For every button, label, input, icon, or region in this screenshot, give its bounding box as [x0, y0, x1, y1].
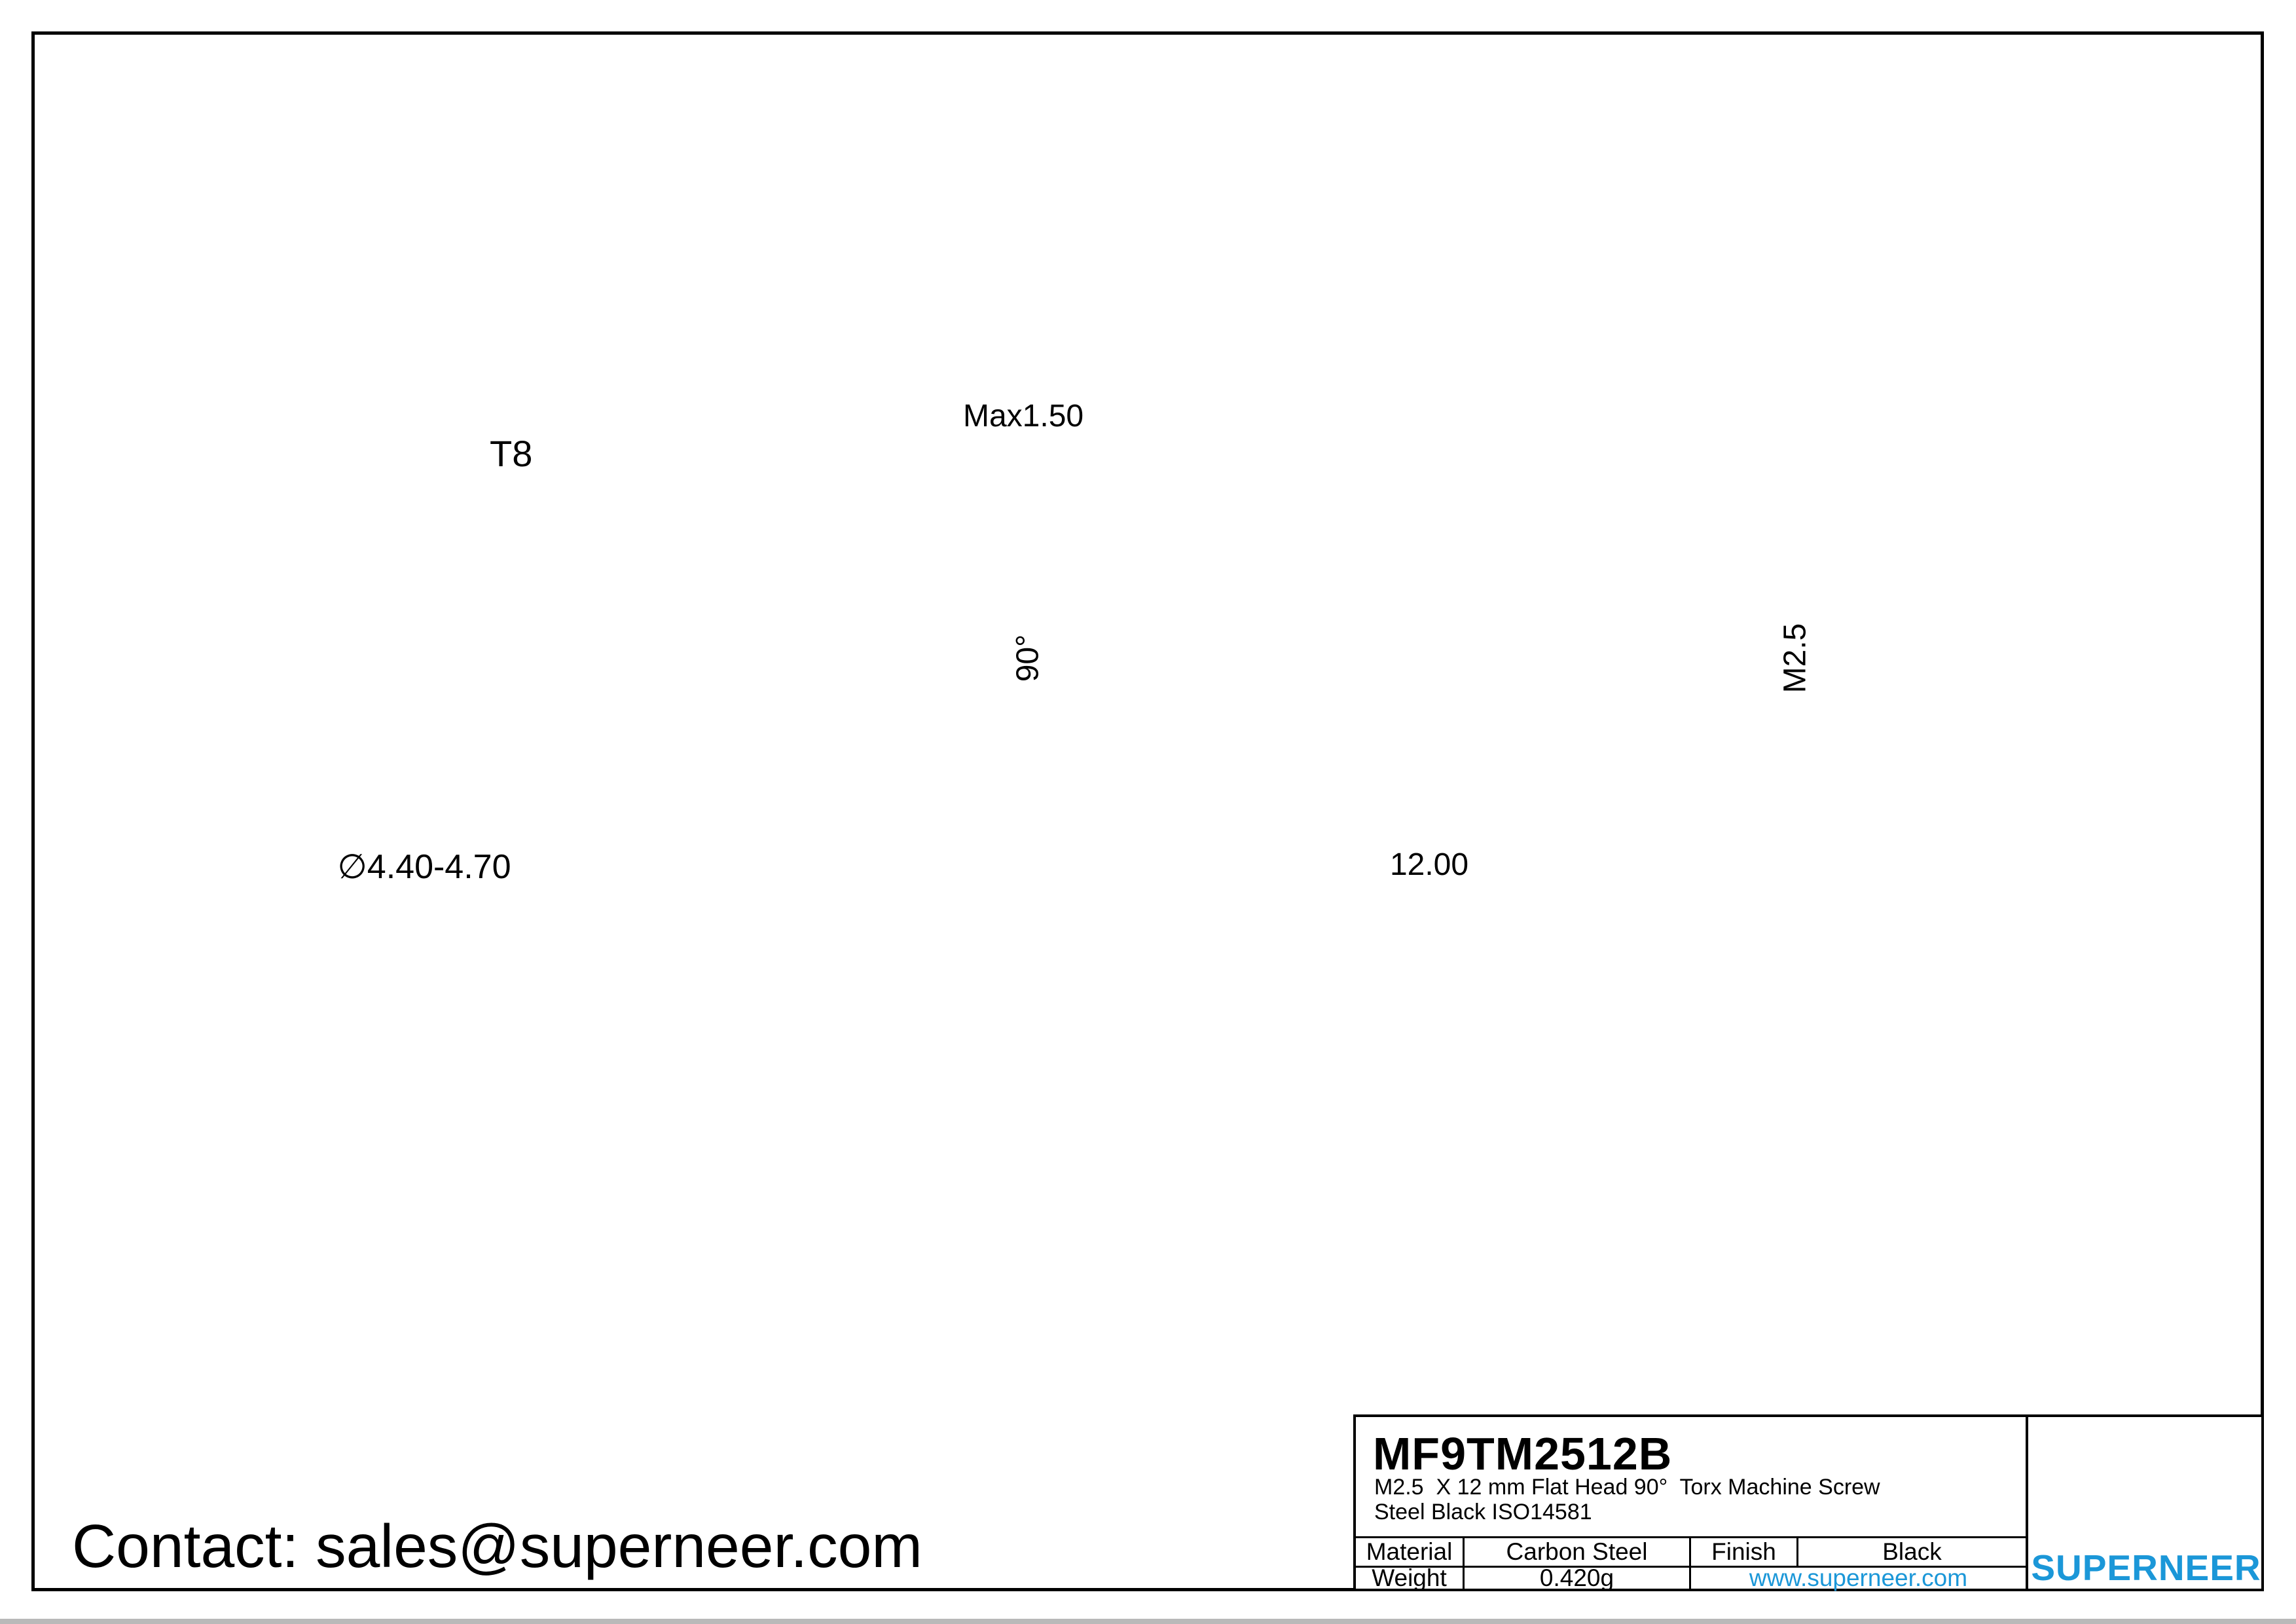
- finish-value-cell: Black: [1882, 1538, 1942, 1565]
- part-description-line2: Steel Black ISO14581: [1374, 1500, 1592, 1524]
- material-label-cell: Material: [1366, 1538, 1453, 1565]
- table-line-v3: [1796, 1536, 1798, 1568]
- weight-label-cell: Weight: [1372, 1564, 1447, 1591]
- part-description-line1: M2.5 X 12 mm Flat Head 90° Torx Machine …: [1374, 1475, 1880, 1500]
- part-number: MF9TM2512B: [1373, 1428, 1673, 1479]
- contact-email-line: Contact: sales@superneer.com: [72, 1512, 922, 1580]
- table-line-logo-divider: [2026, 1417, 2028, 1589]
- sheet-border: [31, 31, 2264, 1591]
- screw-length-label: 12.00: [1389, 847, 1469, 882]
- head-thickness-label: Max1.50: [963, 399, 1084, 434]
- finish-label-cell: Finish: [1711, 1538, 1776, 1565]
- website-link-cell: www.superneer.com: [1691, 1564, 2026, 1591]
- material-value-cell: Carbon Steel: [1506, 1538, 1648, 1565]
- title-block: MF9TM2512B M2.5 X 12 mm Flat Head 90° To…: [1353, 1414, 2264, 1591]
- table-line-h1: [1356, 1536, 2028, 1538]
- website-link[interactable]: www.superneer.com: [1749, 1564, 1968, 1591]
- table-line-v1: [1463, 1536, 1465, 1589]
- superneer-logo-mark: [2028, 1422, 2264, 1553]
- weight-value-cell: 0.420g: [1539, 1564, 1614, 1591]
- table-line-h2: [1356, 1566, 2028, 1568]
- torx-drive-size-label: T8: [490, 433, 533, 474]
- brand-name: SUPERNEER: [2031, 1547, 2261, 1588]
- countersink-angle-label: 90°: [1010, 634, 1046, 682]
- thread-size-label: M2.5: [1777, 623, 1813, 693]
- page-edge-shadow: [0, 1619, 2296, 1624]
- head-diameter-label: ∅4.40-4.70: [337, 848, 511, 886]
- table-line-v2: [1689, 1536, 1691, 1589]
- brand-logo-cell: SUPERNEER: [2028, 1417, 2264, 1589]
